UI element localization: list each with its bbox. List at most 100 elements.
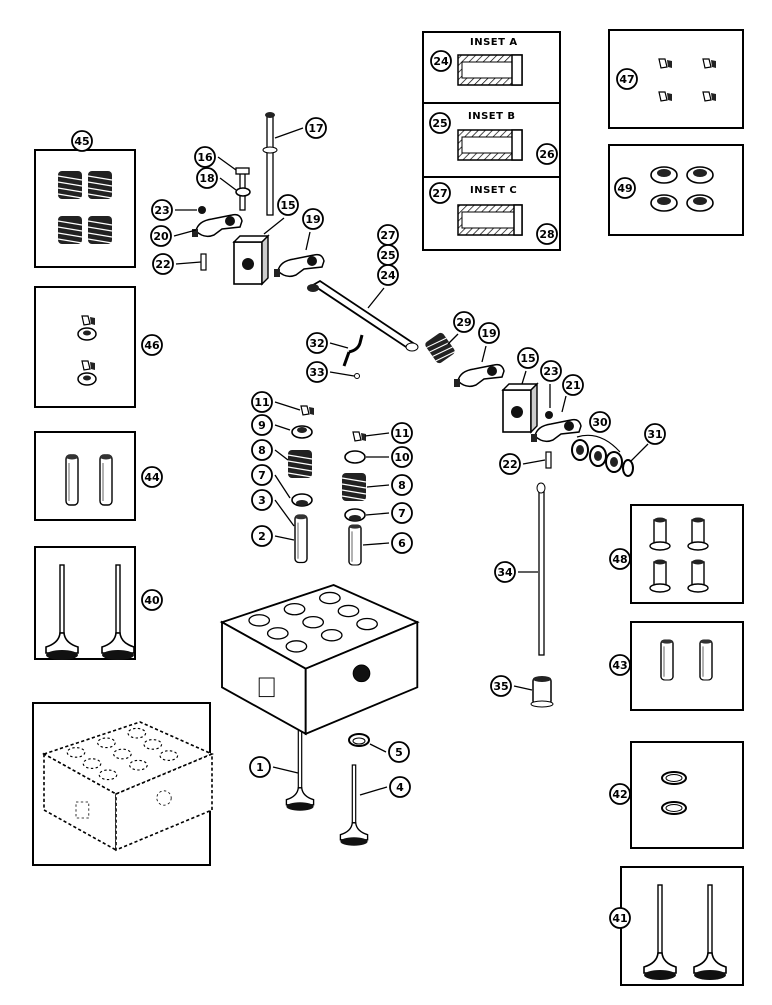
callout-circle bbox=[194, 146, 216, 168]
leader-line bbox=[217, 156, 237, 171]
callout-7: 7 bbox=[251, 464, 291, 499]
spring-cap-9-bore bbox=[297, 427, 307, 433]
callout-number: 8 bbox=[398, 479, 406, 492]
head-port bbox=[98, 769, 118, 781]
callout-circle bbox=[391, 474, 413, 496]
callout-circle bbox=[251, 525, 273, 547]
leader-line bbox=[274, 449, 289, 461]
leader-line bbox=[513, 685, 533, 691]
callout-number: 1 bbox=[256, 761, 264, 774]
panel-42-inserts bbox=[630, 741, 744, 849]
valve-guide bbox=[65, 453, 79, 506]
valve-spring-8 bbox=[341, 472, 367, 502]
spacer-washer-hole bbox=[576, 445, 584, 455]
callout-4: 4 bbox=[359, 776, 411, 798]
callout-18: 18 bbox=[196, 167, 237, 191]
valve-seat-insert-5-inner bbox=[352, 737, 366, 745]
callout-number: 49 bbox=[617, 182, 632, 195]
callout-circle bbox=[141, 334, 163, 356]
valve-seat-insert-inner bbox=[665, 804, 683, 812]
guide-bore bbox=[692, 559, 704, 565]
callout-19: 19 bbox=[302, 208, 324, 251]
panel-45-valve-springs bbox=[34, 149, 136, 268]
valve-spring bbox=[57, 170, 83, 200]
valve-guide-6 bbox=[348, 523, 362, 566]
callout-45: 45 bbox=[71, 130, 93, 152]
callout-42: 42 bbox=[609, 783, 631, 805]
head-port bbox=[143, 739, 163, 750]
tappet-35-top bbox=[533, 676, 551, 682]
callout-34: 34 bbox=[494, 561, 538, 583]
head-port bbox=[129, 759, 148, 771]
leader-line bbox=[219, 177, 237, 191]
head-port bbox=[318, 591, 341, 605]
callout-19: 19 bbox=[478, 322, 500, 363]
leader-line bbox=[274, 424, 291, 431]
spring-cap-bore bbox=[83, 330, 91, 336]
leader-line bbox=[175, 261, 202, 265]
callout-8: 8 bbox=[251, 439, 289, 461]
callout-circle bbox=[302, 208, 324, 230]
guide-flange bbox=[687, 541, 709, 551]
callout-number: 44 bbox=[144, 471, 160, 484]
stud-17-top bbox=[265, 112, 275, 118]
valve-guide bbox=[660, 638, 674, 681]
spacer-washer-hole bbox=[610, 457, 618, 467]
callout-47: 47 bbox=[616, 68, 638, 90]
callout-9: 9 bbox=[251, 414, 291, 436]
callout-circle bbox=[517, 347, 539, 369]
callout-circle bbox=[391, 502, 413, 524]
spring-cap-bore bbox=[693, 169, 707, 177]
leader-line bbox=[272, 766, 299, 774]
callout-33: 33 bbox=[306, 361, 355, 383]
valve-seat-insert bbox=[661, 801, 687, 815]
rocker-shaft-end bbox=[307, 284, 319, 292]
valve-spring bbox=[87, 215, 113, 245]
spring-cap-bore bbox=[657, 197, 671, 205]
inset-title: INSET C bbox=[470, 185, 517, 196]
leader-line bbox=[365, 512, 390, 516]
guide-flange bbox=[687, 583, 709, 593]
callout-number: 32 bbox=[309, 337, 324, 350]
callout-number: 28 bbox=[539, 228, 554, 241]
callout-circle bbox=[490, 675, 512, 697]
callout-number: 21 bbox=[565, 379, 580, 392]
callout-number: 7 bbox=[398, 507, 406, 520]
rocker-shaft-end bbox=[405, 342, 419, 352]
bracket-30 bbox=[576, 434, 621, 453]
valve-guide bbox=[699, 638, 713, 681]
callout-number: 16 bbox=[197, 151, 213, 164]
callout-circle bbox=[494, 561, 516, 583]
callout-number: 42 bbox=[612, 788, 627, 801]
valve-keeper-11 bbox=[352, 431, 367, 442]
callout-46: 46 bbox=[141, 334, 163, 356]
callout-number: 19 bbox=[481, 327, 496, 340]
callout-circle bbox=[430, 50, 452, 72]
head-port bbox=[266, 627, 289, 640]
callout-10: 10 bbox=[366, 446, 413, 468]
rocker-bracket-15 bbox=[233, 235, 269, 285]
retaining-ring-31 bbox=[622, 459, 634, 477]
leader-line bbox=[274, 499, 295, 527]
head-port bbox=[337, 604, 360, 618]
intake-valve-1 bbox=[285, 729, 315, 812]
cylinder-head-inset bbox=[42, 721, 215, 852]
head-port bbox=[285, 640, 308, 653]
callout-circle bbox=[614, 177, 636, 199]
callout-circle bbox=[478, 322, 500, 344]
callout-circle bbox=[196, 167, 218, 189]
head-port bbox=[66, 747, 86, 758]
callout-number: 25 bbox=[380, 249, 395, 262]
spring-seat-bore bbox=[296, 500, 308, 506]
leader-line bbox=[274, 535, 295, 541]
callout-number: 29 bbox=[456, 316, 471, 329]
callout-circle bbox=[391, 422, 413, 444]
head-bore bbox=[156, 790, 172, 806]
leader-line bbox=[305, 231, 311, 251]
stud-17 bbox=[266, 114, 274, 216]
callout-circle bbox=[249, 756, 271, 778]
callout-number: 19 bbox=[305, 213, 320, 226]
